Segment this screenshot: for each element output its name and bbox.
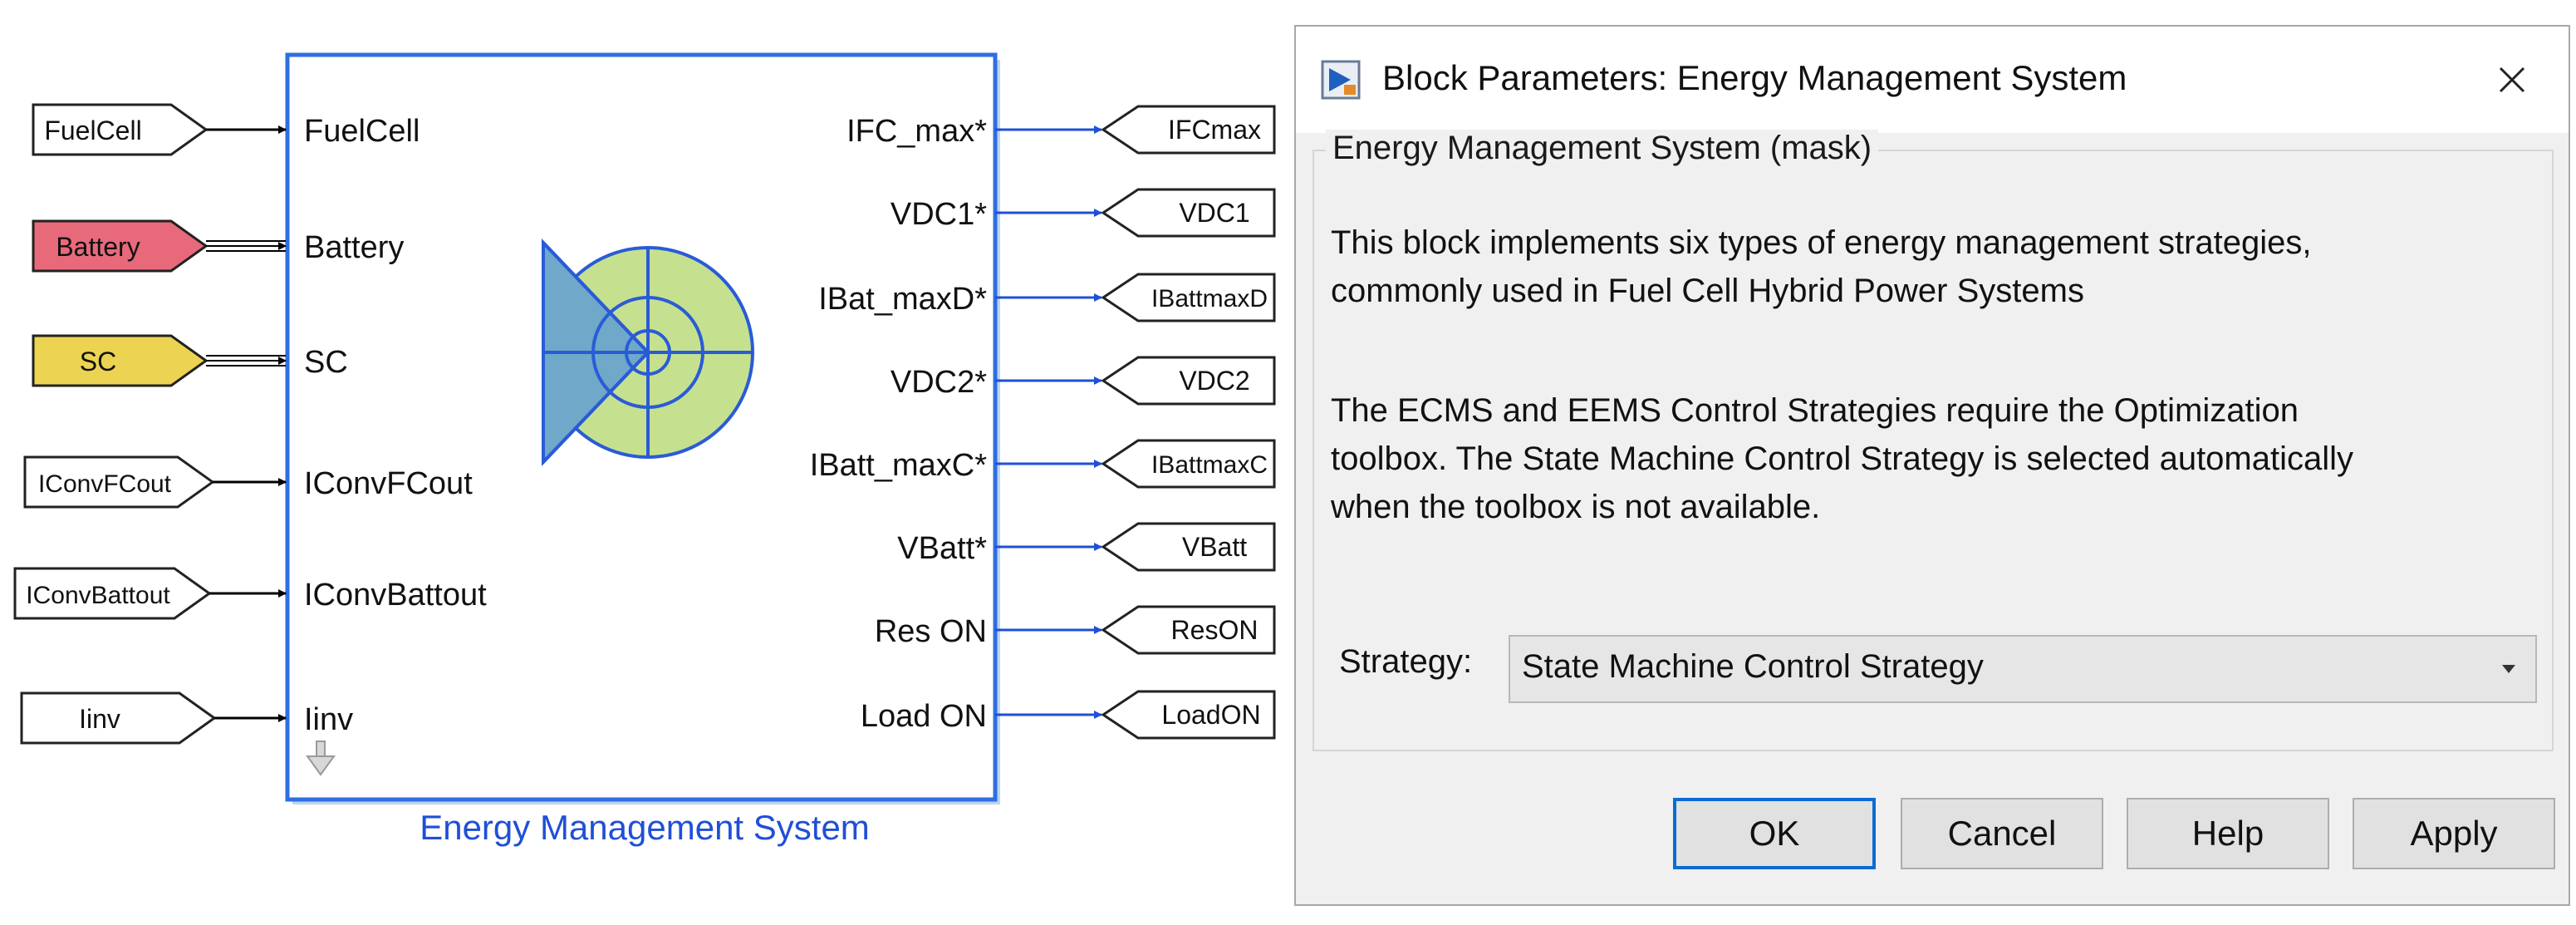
help-button[interactable]: Help bbox=[2127, 798, 2329, 869]
tag-label: IConvFCout bbox=[38, 470, 172, 498]
output-port-labels: IFC_max* VDC1* IBat_maxD* VDC2* IBatt_ma… bbox=[810, 114, 988, 734]
down-arrow-icon bbox=[306, 740, 336, 776]
goto-tag-ifcmax[interactable]: IFCmax bbox=[1101, 105, 1276, 155]
tag-label: Battery bbox=[56, 232, 140, 262]
port-label-battery: Battery bbox=[304, 230, 404, 265]
port-label-ifc-max: IFC_max* bbox=[846, 114, 987, 149]
dialog-titlebar[interactable]: Block Parameters: Energy Management Syst… bbox=[1296, 27, 2569, 133]
tag-label: VDC1 bbox=[1179, 198, 1249, 228]
port-label-sc: SC bbox=[304, 345, 348, 380]
close-button[interactable] bbox=[2480, 48, 2544, 111]
description-line-2: commonly used in Fuel Cell Hybrid Power … bbox=[1331, 273, 2084, 309]
strategy-selected-value: State Machine Control Strategy bbox=[1522, 648, 1984, 685]
tag-label: Iinv bbox=[79, 704, 120, 734]
goto-tag-vdc1[interactable]: VDC1 bbox=[1101, 188, 1276, 238]
port-label-ibatt-maxc: IBatt_maxC* bbox=[810, 448, 988, 483]
goto-tag-vdc2[interactable]: VDC2 bbox=[1101, 356, 1276, 406]
description-line-1: This block implements six types of energ… bbox=[1331, 224, 2312, 261]
port-label-load-on: Load ON bbox=[861, 699, 987, 734]
port-label-vdc2: VDC2* bbox=[891, 365, 987, 400]
tag-label: FuelCell bbox=[44, 116, 141, 145]
from-tag-iconvfcout[interactable]: IConvFCout bbox=[23, 455, 215, 509]
apply-button[interactable]: Apply bbox=[2353, 798, 2555, 869]
close-icon bbox=[2499, 66, 2525, 93]
tag-label: LoadON bbox=[1161, 700, 1260, 730]
block-mask-icon bbox=[542, 239, 754, 466]
tag-label: VDC2 bbox=[1179, 366, 1249, 396]
output-goto-tags: IFCmax VDC1 IBattmaxD VDC2 IBattmaxC VBa… bbox=[1101, 105, 1276, 740]
tag-shape bbox=[23, 455, 215, 509]
tag-label: SC bbox=[80, 347, 116, 376]
goto-tag-loadon[interactable]: LoadON bbox=[1101, 690, 1276, 740]
tag-shape bbox=[1101, 439, 1276, 489]
tag-label: ResON bbox=[1171, 615, 1259, 645]
dialog-title: Block Parameters: Energy Management Syst… bbox=[1382, 58, 2127, 97]
output-signal-lines bbox=[995, 125, 1102, 719]
tag-shape bbox=[1101, 605, 1276, 655]
ok-button[interactable]: OK bbox=[1673, 798, 1876, 869]
bus-line-battery[interactable] bbox=[206, 240, 287, 252]
port-label-fuelcell: FuelCell bbox=[304, 114, 420, 149]
port-label-ibat-maxd: IBat_maxD* bbox=[818, 282, 987, 317]
tag-shape bbox=[1101, 105, 1276, 155]
description-line-3: The ECMS and EEMS Control Strategies req… bbox=[1331, 392, 2299, 429]
goto-tag-vbatt[interactable]: VBatt bbox=[1101, 522, 1276, 572]
tag-label: IConvBattout bbox=[26, 582, 170, 609]
tag-label: IBattmaxD bbox=[1151, 285, 1268, 312]
simulink-app-icon bbox=[1321, 60, 1361, 100]
tag-shape bbox=[13, 567, 212, 620]
tag-shape bbox=[1101, 690, 1276, 740]
dropdown-arrow-icon bbox=[2502, 665, 2515, 673]
tag-label: IBattmaxC bbox=[1151, 451, 1268, 479]
goto-tag-ibattmaxd[interactable]: IBattmaxD bbox=[1101, 273, 1276, 322]
description-line-5: when the toolbox is not available. bbox=[1331, 489, 1821, 525]
tag-shape bbox=[32, 219, 209, 273]
goto-tag-reson[interactable]: ResON bbox=[1101, 605, 1276, 655]
input-port-labels: FuelCell Battery SC IConvFCout IConvBatt… bbox=[304, 114, 487, 737]
cancel-button[interactable]: Cancel bbox=[1901, 798, 2103, 869]
port-label-iinv: Iinv bbox=[304, 702, 353, 737]
mask-parameter-group: Energy Management System (mask) This blo… bbox=[1313, 130, 2554, 751]
block-parameters-dialog: Block Parameters: Energy Management Syst… bbox=[1294, 25, 2570, 906]
bus-line-sc[interactable] bbox=[206, 355, 287, 367]
simulink-diagram: Energy Management System FuelCell Batter… bbox=[13, 52, 1276, 847]
from-tag-iconvbattout[interactable]: IConvBattout bbox=[13, 567, 212, 620]
tag-label: VBatt bbox=[1182, 532, 1247, 562]
port-label-vdc1: VDC1* bbox=[891, 197, 987, 232]
input-from-tags: FuelCell Battery SC IConvFCout IConvBatt… bbox=[13, 103, 217, 745]
strategy-dropdown[interactable]: State Machine Control Strategy bbox=[1509, 635, 2537, 703]
input-signal-lines bbox=[206, 125, 287, 722]
tag-shape bbox=[1101, 273, 1276, 322]
tag-shape bbox=[1101, 522, 1276, 572]
from-tag-iinv[interactable]: Iinv bbox=[20, 691, 217, 745]
tag-shape bbox=[1101, 188, 1276, 238]
port-label-vbatt: VBatt* bbox=[897, 531, 987, 566]
group-title: Energy Management System (mask) bbox=[1326, 130, 1879, 167]
port-label-iconvbattout: IConvBattout bbox=[304, 578, 487, 613]
port-label-iconvfcout: IConvFCout bbox=[304, 466, 473, 501]
tag-shape bbox=[32, 103, 209, 156]
tag-shape bbox=[20, 691, 217, 745]
goto-tag-ibattmaxc[interactable]: IBattmaxC bbox=[1101, 439, 1276, 489]
strategy-label: Strategy: bbox=[1339, 643, 1473, 680]
description-line-4: toolbox. The State Machine Control Strat… bbox=[1331, 440, 2354, 477]
port-label-res-on: Res ON bbox=[875, 614, 987, 649]
tag-label: IFCmax bbox=[1168, 115, 1261, 145]
tag-shape bbox=[1101, 356, 1276, 406]
tag-shape bbox=[32, 334, 209, 387]
block-name-label: Energy Management System bbox=[420, 808, 870, 847]
from-tag-fuelcell[interactable]: FuelCell bbox=[32, 103, 209, 156]
from-tag-battery[interactable]: Battery bbox=[32, 219, 209, 273]
from-tag-sc[interactable]: SC bbox=[32, 334, 209, 387]
